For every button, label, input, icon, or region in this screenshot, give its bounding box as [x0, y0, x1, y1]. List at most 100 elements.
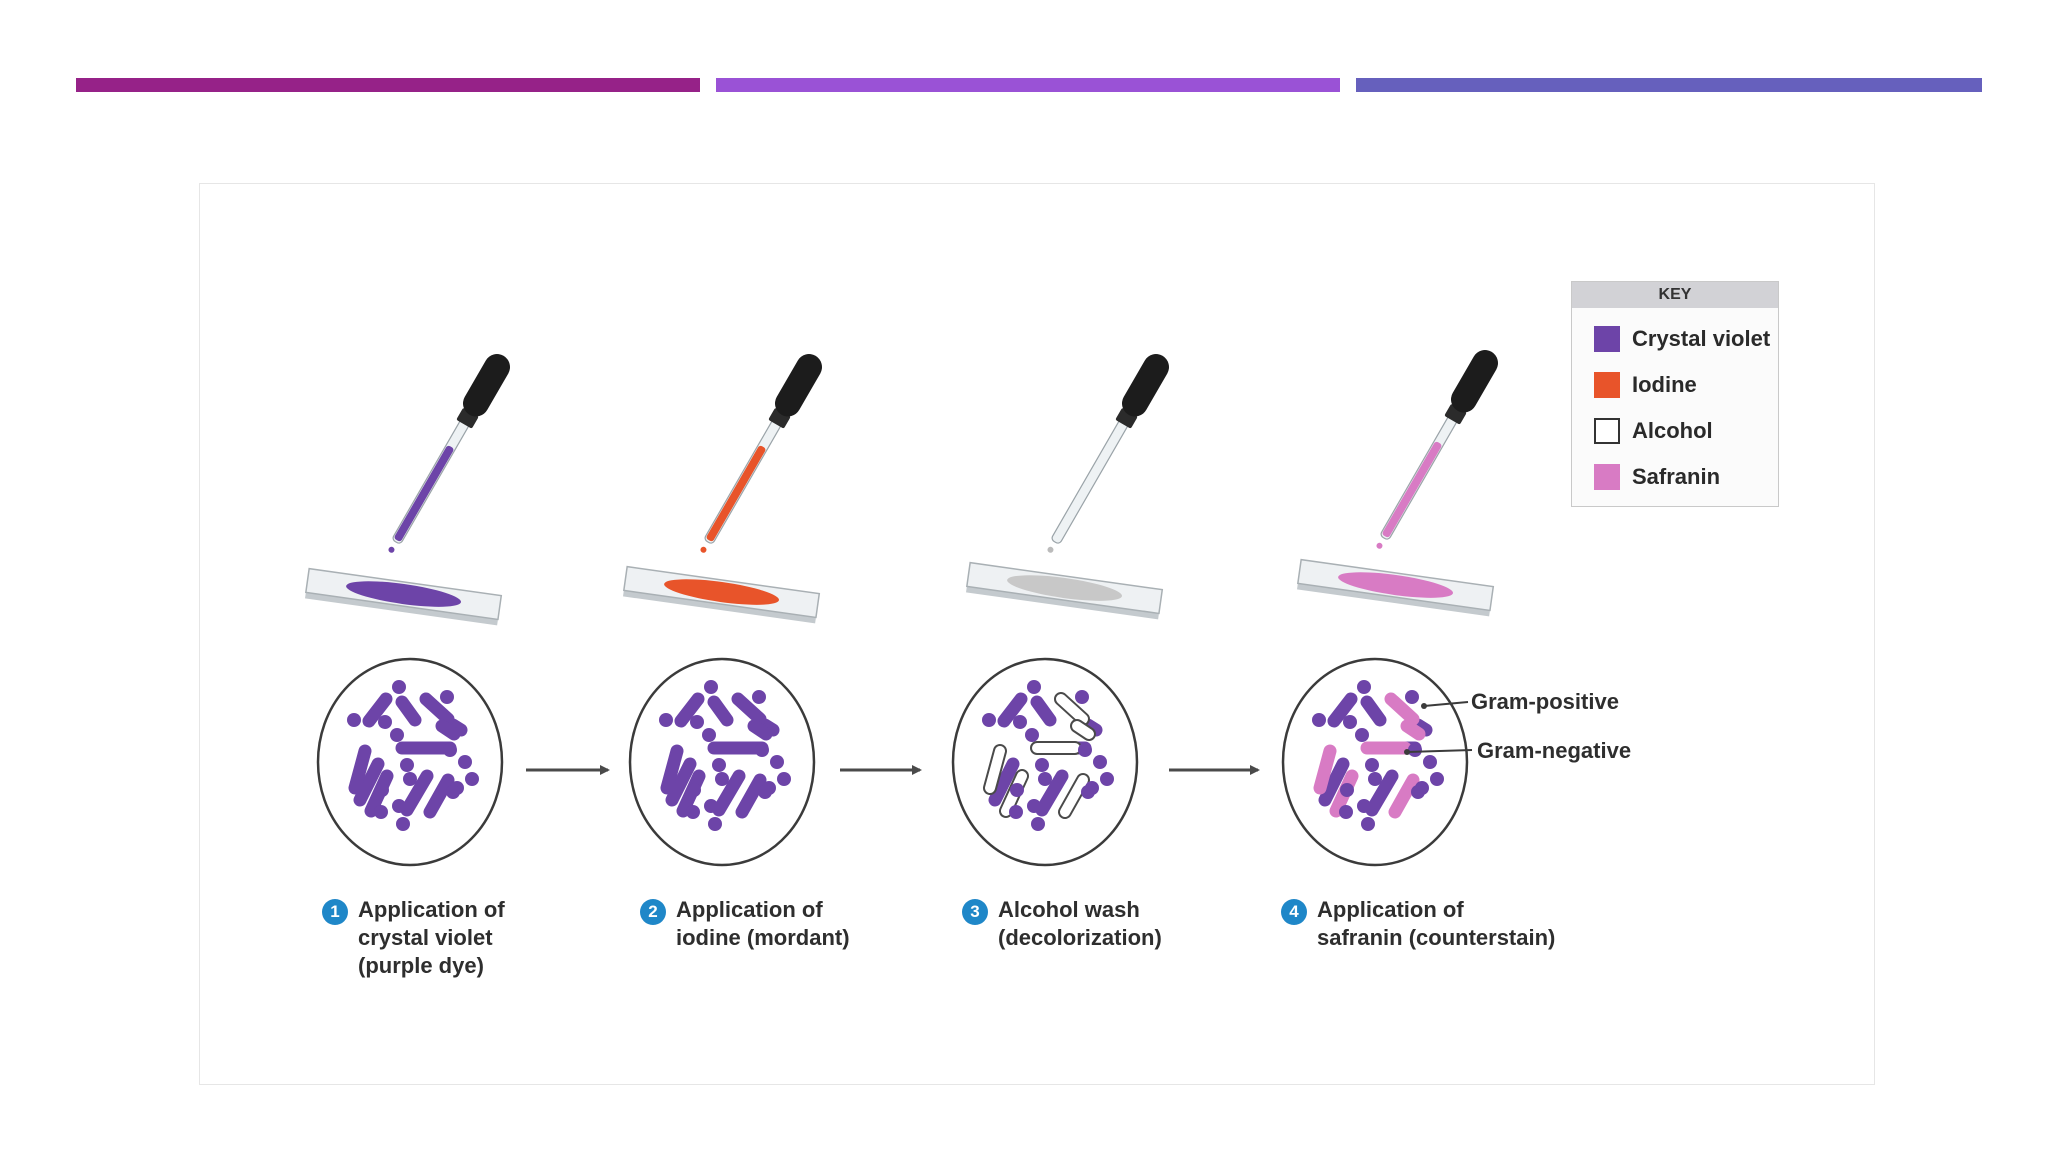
gram-positive-rod: [395, 695, 422, 727]
coccus: [1081, 785, 1095, 799]
coccus: [1339, 805, 1353, 819]
key-label: Safranin: [1632, 464, 1721, 489]
gram-positive-rod: [674, 692, 705, 728]
dropper-3: [1047, 354, 1169, 553]
slide-stain: [1007, 575, 1123, 601]
gram-positive-rod: [362, 692, 393, 728]
gram-positive-rod: [1360, 695, 1387, 727]
coccus: [347, 713, 361, 727]
coccus: [1078, 743, 1092, 757]
coccus: [704, 680, 718, 694]
coccus: [1365, 758, 1379, 772]
gram-positive-rod: [707, 695, 734, 727]
slide-1: [304, 567, 503, 626]
step-4-caption: 4 Application of safranin (counterstain): [1281, 896, 1555, 952]
step-3-text: Alcohol wash (decolorization): [998, 897, 1162, 950]
coccus: [982, 713, 996, 727]
coccus: [1361, 817, 1375, 831]
coccus: [465, 772, 479, 786]
gram-negative-rod: [423, 773, 455, 819]
accent-bar-1: [76, 78, 700, 92]
dropper-drop: [388, 546, 395, 553]
dropper-bulb: [1451, 350, 1498, 413]
gram-positive-rod: [665, 757, 697, 807]
dropper-bulb: [463, 354, 510, 417]
coccus: [1343, 715, 1357, 729]
gram-negative-rod: [985, 746, 1005, 793]
dropper-drop: [1047, 546, 1054, 553]
gram-positive-rod: [1365, 769, 1399, 817]
coccus: [400, 758, 414, 772]
coccus: [392, 680, 406, 694]
gram-negative-leader-dot: [1404, 749, 1410, 755]
coccus: [396, 817, 410, 831]
slide-4: [1296, 558, 1495, 617]
dropper-1: [388, 354, 510, 553]
coccus: [708, 817, 722, 831]
coccus: [1027, 799, 1041, 813]
slide-2: [622, 565, 821, 624]
accent-bar-3: [1356, 78, 1982, 92]
coccus: [659, 713, 673, 727]
coccus: [403, 772, 417, 786]
step-3-number: 3: [962, 899, 988, 925]
coccus: [1368, 772, 1382, 786]
alcohol-swatch: [1594, 418, 1620, 444]
coccus: [458, 755, 472, 769]
coccus: [1025, 728, 1039, 742]
coccus: [1312, 713, 1326, 727]
coccus: [715, 772, 729, 786]
step-3-caption: 3 Alcohol wash (decolorization): [962, 896, 1162, 952]
key-item-alcohol: Alcohol: [1594, 416, 1713, 446]
step-2-text: Application of iodine (mordant): [676, 897, 850, 950]
gram-negative-rod: [1313, 744, 1337, 795]
coccus: [390, 728, 404, 742]
gram-positive-rod: [997, 692, 1028, 728]
dropper-liquid: [1382, 441, 1442, 538]
cell-view-2: [628, 657, 816, 867]
coccus: [1027, 680, 1041, 694]
gram-positive-rod: [353, 757, 385, 807]
cell-view-4: [1281, 657, 1469, 867]
coccus: [1100, 772, 1114, 786]
coccus: [440, 690, 454, 704]
dropper-drop: [700, 546, 707, 553]
gram-negative-rod: [1056, 694, 1088, 724]
gram-negative-rod: [747, 719, 773, 741]
step-2-number: 2: [640, 899, 666, 925]
coccus: [1411, 785, 1425, 799]
coccus: [1031, 817, 1045, 831]
coccus: [1357, 680, 1371, 694]
coccus: [1010, 783, 1024, 797]
gram-negative-rod: [435, 719, 461, 741]
coccus: [770, 755, 784, 769]
step-1-number: 1: [322, 899, 348, 925]
crystal-violet-swatch: [1594, 326, 1620, 352]
gram-negative-rod: [1072, 721, 1094, 739]
gram-positive-rod: [988, 757, 1020, 807]
coccus: [374, 805, 388, 819]
key-title: KEY: [1572, 282, 1778, 308]
coccus: [1357, 799, 1371, 813]
gram-stain-diagram: [304, 350, 1498, 867]
gram-positive-rod: [446, 718, 468, 737]
gram-positive-leader-dot: [1421, 703, 1427, 709]
coccus: [1075, 690, 1089, 704]
coccus: [690, 715, 704, 729]
coccus: [1013, 715, 1027, 729]
cell-view-1: [316, 657, 504, 867]
coccus: [712, 758, 726, 772]
dropper-2: [700, 354, 822, 553]
coccus: [1423, 755, 1437, 769]
step-1-text: Application of crystal violet (purple dy…: [358, 897, 505, 978]
coccus: [777, 772, 791, 786]
coccus: [392, 799, 406, 813]
gram-negative-rod: [1388, 773, 1420, 819]
gram-negative-rod: [1384, 692, 1420, 726]
gram-negative-rod: [731, 692, 767, 726]
step-4-text: Application of safranin (counterstain): [1317, 897, 1556, 950]
coccus: [378, 715, 392, 729]
coccus: [752, 690, 766, 704]
key-label: Iodine: [1632, 372, 1697, 397]
coccus: [1093, 755, 1107, 769]
